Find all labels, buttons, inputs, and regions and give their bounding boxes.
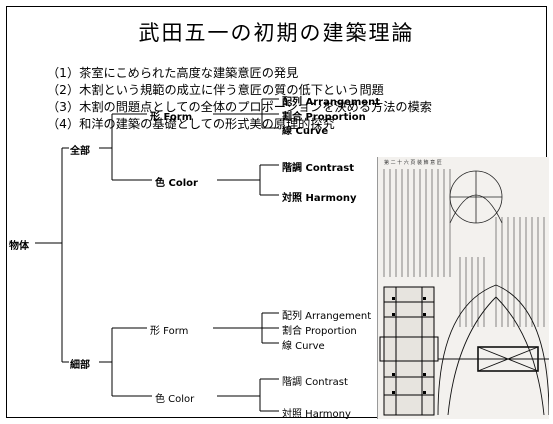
tree-root: 物体 [9,241,29,252]
slide-title: 武田五一の初期の建築理論 [138,21,415,45]
scanned-page-image: 第 二 十 六 頁 装 飾 意 匠 [377,157,549,419]
slide: 武田五一の初期の建築理論 （1）茶室にこめられた高度な建築意匠の発見 （2）木割… [6,6,549,420]
item-contrast-1: 階調 Contrast [282,163,355,174]
point-list: （1）茶室にこめられた高度な建築意匠の発見 （2）木割という規範の成立に伴う意匠… [47,65,432,133]
item-contrast-2: 階調 Contrast [282,377,348,388]
item-proportion-1: 割合 Proportion [282,112,366,123]
item-curve-1: 線 Curve [282,126,329,137]
item-arrangement-1: 配列 Arrangement [282,97,380,108]
item-harmony-1: 対照 Harmony [282,193,357,204]
branch-form-1: 形 Form [150,112,193,123]
group-saibu: 細部 [70,360,90,371]
point-1: （1）茶室にこめられた高度な建築意匠の発見 [47,66,299,80]
branch-color-2: 色 Color [155,394,195,405]
branch-form-2: 形 Form [150,326,189,337]
item-arrangement-2: 配列 Arrangement [282,311,372,322]
group-zenbu: 全部 [70,146,90,157]
scanned-drawings [379,169,549,416]
tree-diagram [35,98,279,412]
point-3: （3）木割の問題点としての全体のプロポーションを決める方法の模索 [47,100,432,114]
branch-color-1: 色 Color [155,178,198,189]
item-harmony-2: 対照 Harmony [282,409,351,420]
item-proportion-2: 割合 Proportion [282,326,357,337]
item-curve-2: 線 Curve [282,341,325,352]
scanned-page-header: 第 二 十 六 頁 装 飾 意 匠 [384,160,442,166]
point-2: （2）木割という規範の成立に伴う意匠の質の低下という問題 [47,83,384,97]
